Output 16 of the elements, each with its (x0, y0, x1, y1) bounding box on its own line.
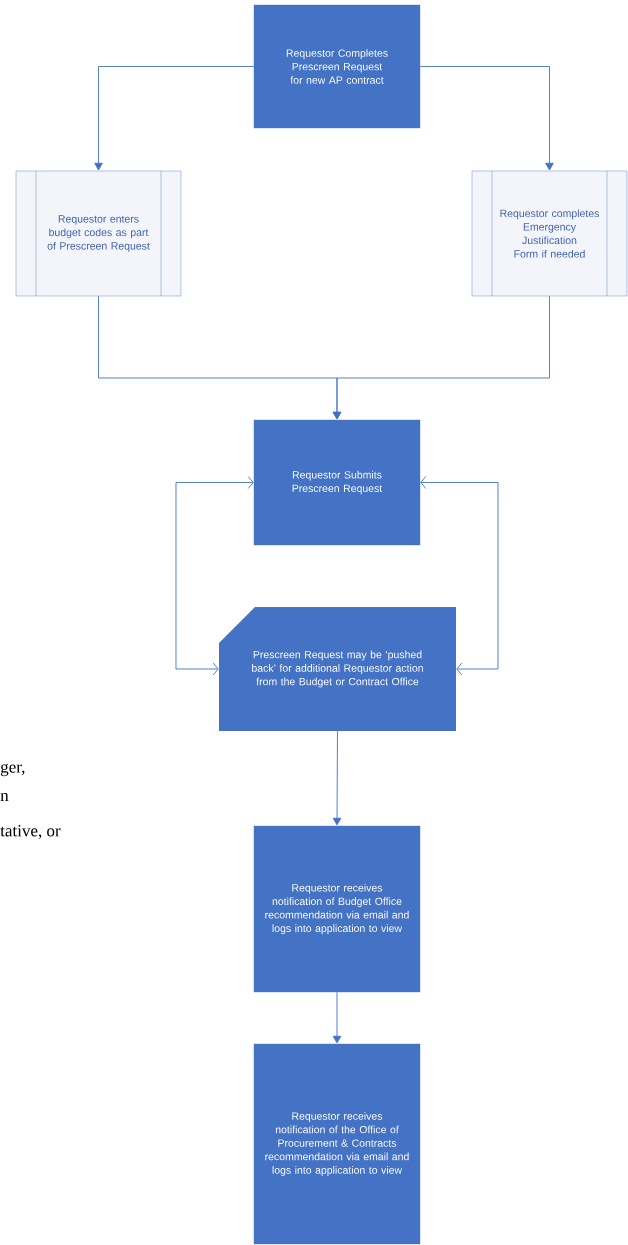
text-fragment: n (0, 793, 9, 801)
arrow (94, 66, 255, 171)
subprocess-box: Requestor completes Emergency Justification Form if needed (471, 170, 628, 297)
process-box: Requestor Submits Prescreen Request (253, 419, 421, 546)
process-box: Requestor Completes Prescreen Request for new AP contract (253, 4, 421, 129)
arrow (332, 295, 550, 420)
text-fragment: tative, or (0, 825, 61, 839)
arrow (175, 476, 254, 676)
text-fragment: ger, (0, 763, 25, 777)
arrow (332, 730, 342, 826)
process-box: Requestor receives notification of the Office of Procurement & Contracts recommendation via email and logs into application to view (253, 1043, 421, 1245)
arrow (332, 991, 342, 1044)
arrow (420, 476, 499, 676)
arrow (419, 66, 554, 171)
process-box: Requestor receives notification of Budget Office recommendation via email and logs into application to view (253, 825, 421, 993)
subprocess-box: Requestor enters budget codes as part of Prescreen Request (15, 170, 182, 297)
